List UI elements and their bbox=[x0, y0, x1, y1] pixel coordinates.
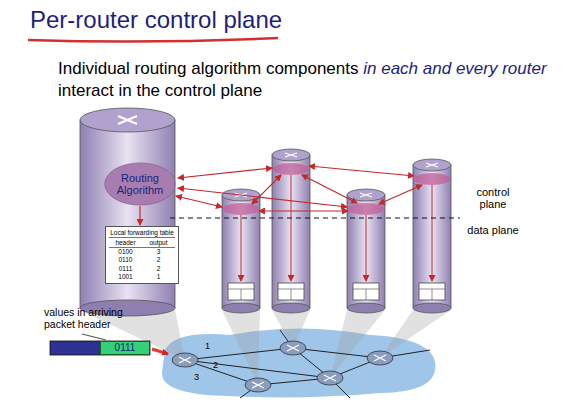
table-cell: 0111 bbox=[109, 265, 142, 273]
plane-label: control plane bbox=[463, 186, 523, 210]
table-cell: 3 bbox=[142, 248, 175, 256]
header-field: 0111 bbox=[100, 341, 150, 355]
table-cell: output bbox=[142, 239, 175, 248]
routing-algorithm: Routing Algorithm bbox=[104, 162, 176, 206]
table-cell: 1001 bbox=[109, 273, 142, 281]
plane-label: data plane bbox=[463, 224, 523, 236]
table-cell: 2 bbox=[142, 256, 175, 264]
connector-arrow bbox=[139, 206, 140, 225]
subtitle-part: interact in the control plane bbox=[58, 81, 262, 100]
port-number: 1 bbox=[205, 341, 210, 351]
subtitle-part: Individual routing algorithm components bbox=[58, 59, 359, 78]
table-cell: 1 bbox=[142, 273, 175, 281]
slide-title: Per-router control plane bbox=[30, 6, 282, 34]
table-cell: 2 bbox=[142, 265, 175, 273]
node-text: Routing Algorithm bbox=[104, 172, 176, 196]
node-text: 0111 bbox=[115, 342, 136, 353]
table-heading: Local forwarding table bbox=[109, 229, 175, 238]
port-number: 3 bbox=[194, 372, 199, 382]
table-cell: 0100 bbox=[109, 248, 142, 256]
table-cell: 0110 bbox=[109, 256, 142, 264]
forwarding-table: Local forwarding tableheaderoutput010030… bbox=[105, 226, 179, 284]
subtitle-text: Individual routing algorithm components … bbox=[58, 58, 563, 102]
packet-note: values in arriving packet header bbox=[44, 306, 156, 330]
subtitle-part: in each and every router bbox=[363, 59, 546, 78]
table-cell: header bbox=[109, 239, 142, 248]
port-number: 2 bbox=[213, 360, 218, 370]
